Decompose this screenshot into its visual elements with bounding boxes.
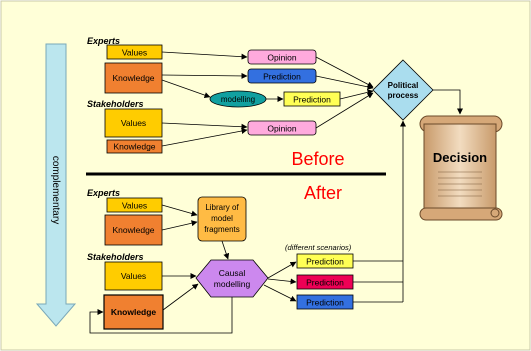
before-prediction-box-2: Prediction	[283, 91, 341, 107]
svg-text:Political: Political	[388, 81, 419, 90]
svg-text:Prediction: Prediction	[263, 72, 301, 82]
svg-text:Knowledge: Knowledge	[112, 225, 154, 235]
svg-text:Prediction: Prediction	[306, 278, 344, 288]
after-connectors	[89, 120, 406, 334]
svg-text:modelling: modelling	[214, 279, 251, 289]
political-process-diamond: Political process	[372, 59, 434, 121]
before-opinion-box-1: Opinion	[247, 49, 317, 65]
svg-text:Prediction: Prediction	[306, 257, 344, 267]
after-prediction-yellow: Prediction	[296, 253, 354, 269]
before-modelling-ellipse: modelling	[209, 90, 267, 108]
complementary-label: complementary	[50, 156, 61, 224]
svg-text:model: model	[211, 214, 233, 223]
after-stakeholders-label: Stakeholders	[87, 252, 144, 262]
svg-text:Values: Values	[122, 201, 147, 211]
before-experts-label: Experts	[87, 36, 120, 46]
library-box: Library of model fragments	[197, 196, 247, 242]
after-prediction-red: Prediction	[296, 274, 354, 290]
svg-text:Causal: Causal	[219, 268, 246, 278]
after-title: After	[304, 183, 342, 203]
after-knowledge-box-2: Knowledge	[103, 294, 164, 330]
before-values-box-2: Values	[104, 108, 163, 138]
before-title: Before	[291, 149, 344, 169]
after-prediction-blue: Prediction	[296, 294, 354, 310]
svg-text:Values: Values	[121, 271, 146, 281]
svg-text:Values: Values	[122, 48, 147, 58]
after-experts-label: Experts	[87, 188, 120, 198]
svg-text:process: process	[388, 91, 419, 100]
svg-text:fragments: fragments	[204, 225, 240, 234]
causal-modelling-hexagon: Causal modelling	[195, 259, 269, 298]
before-opinion-box-2: Opinion	[247, 120, 317, 136]
decision-scroll: Decision	[419, 115, 503, 221]
svg-text:Knowledge: Knowledge	[112, 73, 154, 83]
before-connectors	[161, 51, 463, 147]
after-knowledge-box: Knowledge	[104, 214, 163, 246]
svg-text:modelling: modelling	[221, 95, 255, 104]
scenarios-note: (different scenarios)	[285, 243, 352, 252]
before-knowledge-box-2: Knowledge	[106, 139, 163, 154]
complementary-arrow: complementary	[35, 43, 77, 327]
before-values-box: Values	[106, 44, 163, 60]
before-prediction-box-1: Prediction	[247, 68, 317, 84]
svg-text:Prediction: Prediction	[306, 298, 344, 308]
after-values-box-2: Values	[104, 261, 163, 291]
before-knowledge-box: Knowledge	[104, 62, 163, 94]
svg-text:Opinion: Opinion	[267, 124, 297, 134]
svg-text:Prediction: Prediction	[293, 95, 331, 105]
svg-text:Values: Values	[121, 118, 146, 128]
svg-text:Library of: Library of	[205, 203, 239, 212]
svg-text:Knowledge: Knowledge	[111, 307, 157, 317]
svg-text:Knowledge: Knowledge	[113, 142, 155, 152]
svg-text:Opinion: Opinion	[267, 53, 297, 63]
after-values-box: Values	[106, 197, 163, 213]
decision-label: Decision	[433, 150, 487, 165]
before-stakeholders-label: Stakeholders	[87, 99, 144, 109]
